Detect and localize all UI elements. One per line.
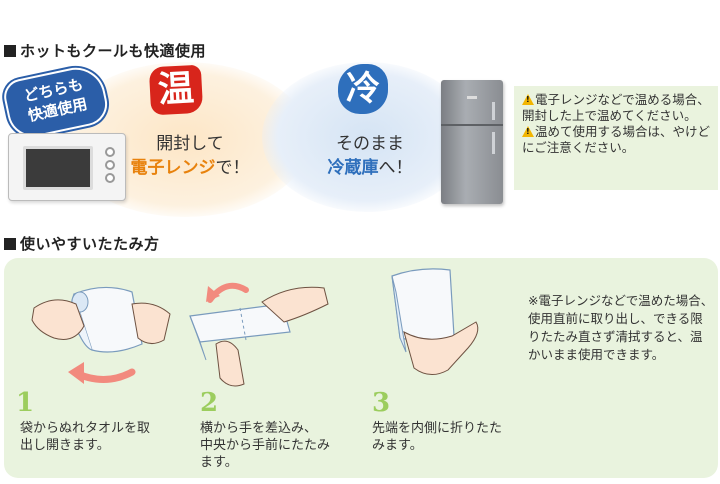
step2-number: 2: [200, 388, 219, 418]
warning-icon: [522, 94, 534, 105]
step1-number: 1: [16, 388, 35, 418]
step1-text: 袋からぬれタオルを取 出し開きます。: [20, 421, 151, 453]
warning-box: 電子レンジなどで温める場合、開封した上で温めてください。 温めて使用する場合は、…: [514, 86, 718, 190]
step2-illustration: [189, 282, 329, 387]
microwave-note: ※電子レンジなどで温めた場合、使用直前に取り出し、できる限りたたみ直さず清拭する…: [528, 293, 714, 362]
warning-icon: [522, 126, 534, 137]
step3-text: 先端を内側に折りたた みます。: [372, 421, 503, 453]
hot-usage-text: 開封して 電子レンジで！: [130, 134, 250, 178]
square-bullet-icon: [4, 45, 16, 57]
refrigerator-icon: [441, 80, 503, 204]
cool-usage-text: そのまま 冷蔵庫へ！: [327, 134, 413, 178]
section-title-folding: 使いやすいたたみ方: [4, 233, 160, 254]
section-title-hot-cool: ホットもクールも快適使用: [4, 40, 206, 61]
step2-text: 横から手を差込み、 中央から手前にたたみ ます。: [200, 421, 331, 470]
step3-number: 3: [372, 388, 391, 418]
step3-illustration: [391, 268, 479, 375]
step1-illustration: [31, 286, 171, 384]
cold-icon: 冷: [338, 64, 388, 114]
hot-warm-icon: 温: [148, 64, 204, 116]
microwave-icon: [8, 133, 126, 201]
square-bullet-icon: [4, 238, 16, 250]
